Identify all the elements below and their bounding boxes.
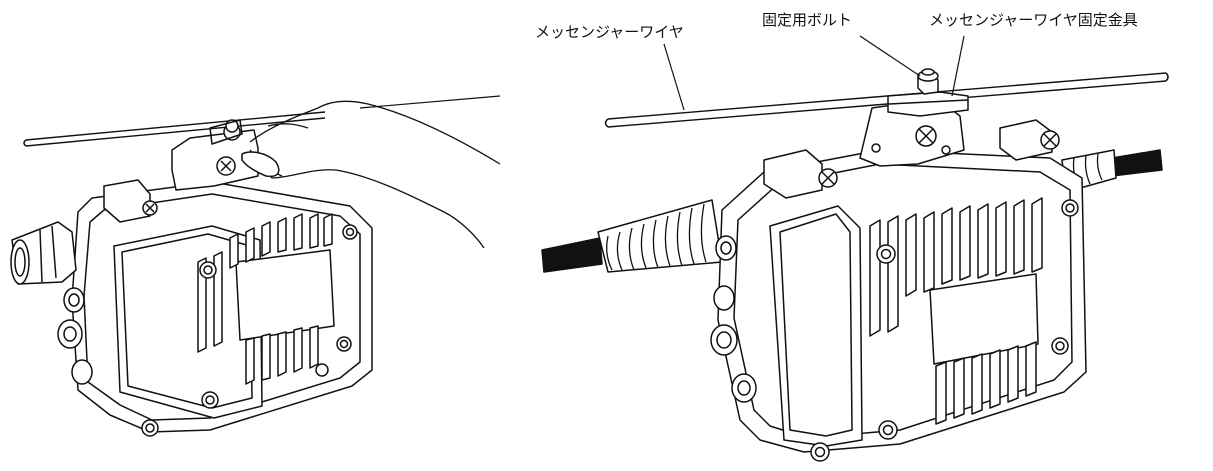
right-illustration [541,35,1169,462]
leader-fixing-bolt [859,35,921,77]
left-illustration [10,95,501,437]
right-cable-left [541,199,723,273]
left-amplifier-enclosure [10,119,373,437]
right-side-ports [710,235,830,462]
right-cable-right [1061,149,1163,193]
right-amplifier-enclosure [710,103,1087,462]
right-wire-bracket [887,91,969,117]
leader-messenger-wire [663,43,685,111]
leader-wire-bracket [951,35,965,97]
left-hand [241,100,501,249]
callout-leaders [663,35,965,111]
label-wire-bracket: メッセンジャーワイヤ固定金具 [929,11,1138,29]
label-fixing-bolt: 固定用ボルト [762,11,853,29]
right-messenger-wire [604,72,1169,128]
left-messenger-wire [23,95,501,147]
right-fixing-bolt [917,68,939,95]
label-messenger-wire: メッセンジャーワイヤ [535,23,684,41]
left-side-ports [10,221,159,437]
